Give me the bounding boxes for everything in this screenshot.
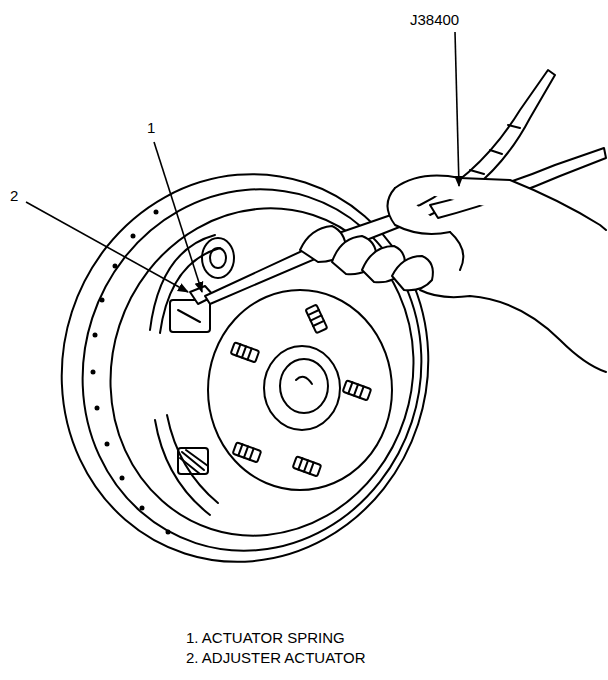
key-entry: 1. ACTUATOR SPRING bbox=[186, 630, 345, 647]
hub-flange bbox=[208, 290, 392, 490]
spring-tool bbox=[205, 70, 606, 304]
callout-number: 1 bbox=[147, 120, 155, 137]
wheel-stud bbox=[231, 305, 372, 477]
hand bbox=[300, 176, 606, 372]
callout-number: 2 bbox=[10, 188, 18, 205]
leader-line bbox=[26, 32, 459, 292]
key-entry: 2. ADJUSTER ACTUATOR bbox=[186, 650, 365, 667]
tool-number: J38400 bbox=[410, 12, 459, 29]
backing-plate bbox=[12, 126, 479, 609]
